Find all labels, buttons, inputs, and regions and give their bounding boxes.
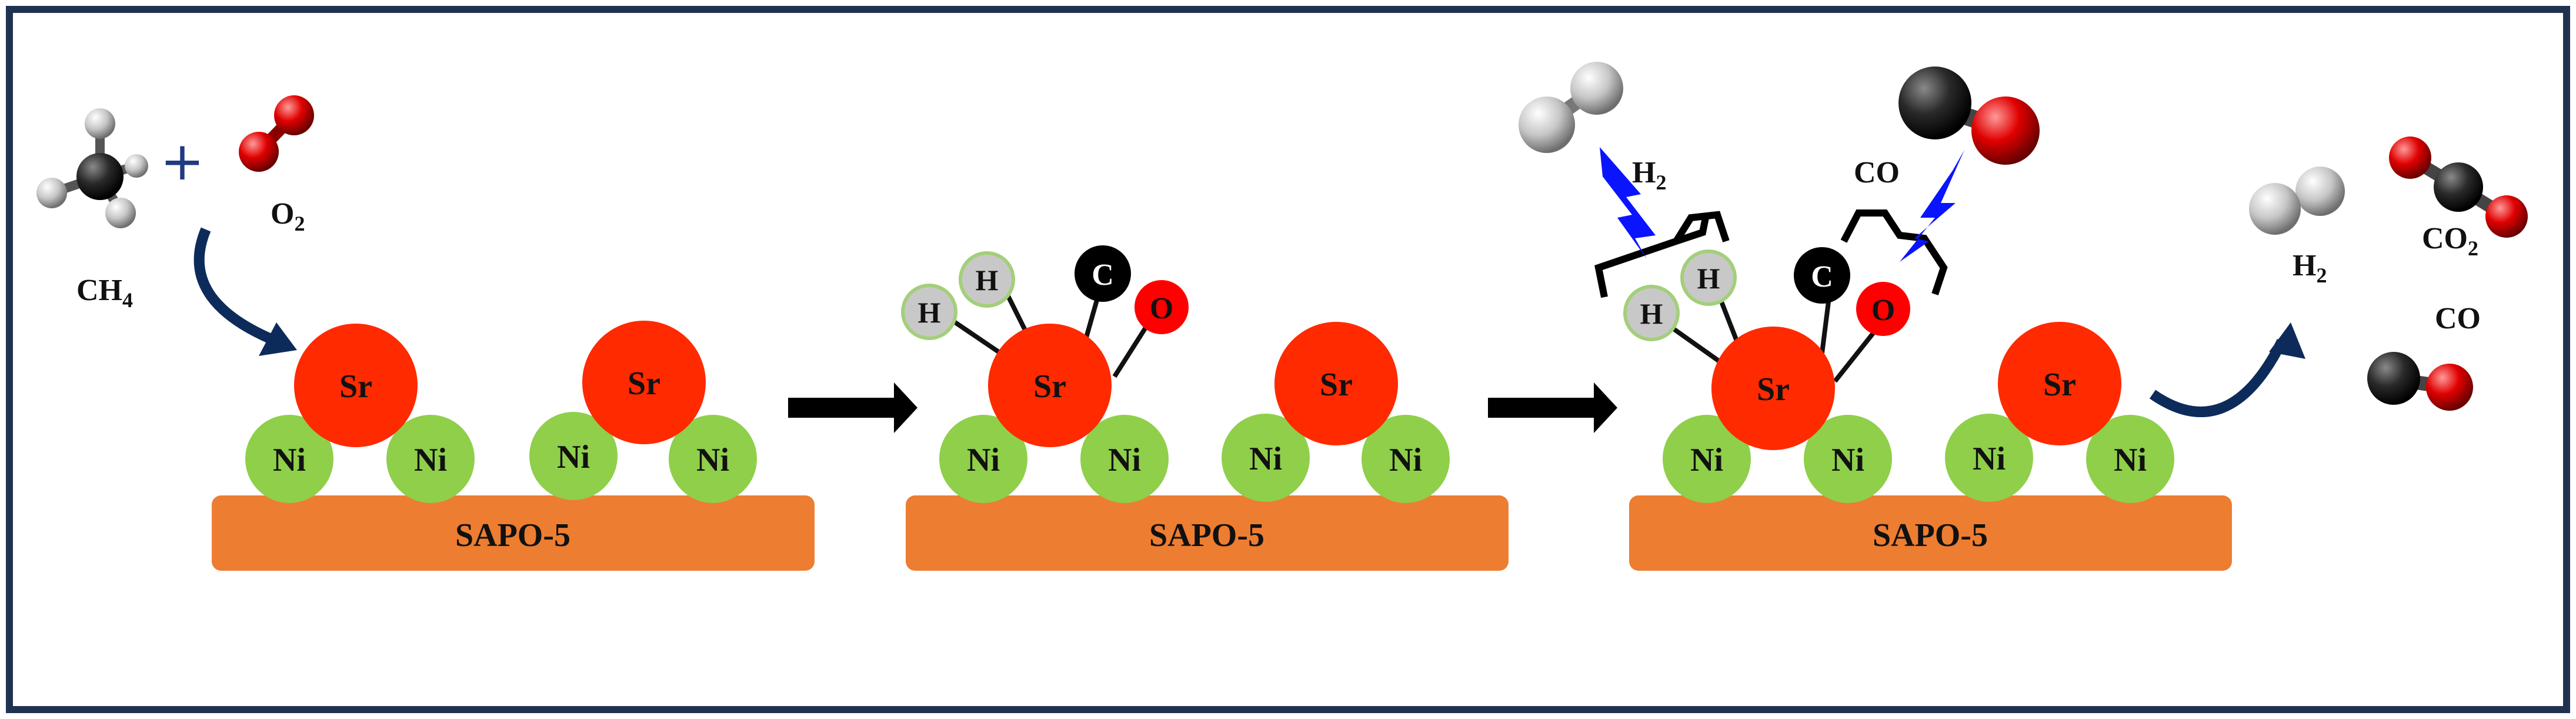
sapo5-label: SAPO-5 xyxy=(1149,517,1264,554)
ni-atom xyxy=(245,415,333,503)
product-co-label: CO xyxy=(2435,302,2481,335)
sr-atom xyxy=(582,321,706,444)
o2-label: O2 xyxy=(271,197,305,235)
ni-atom xyxy=(1080,415,1169,503)
ch4-label: CH4 xyxy=(76,274,133,312)
h-atom xyxy=(1680,249,1737,306)
o-label: O xyxy=(1871,294,1895,327)
h-atom xyxy=(1623,285,1680,341)
lightning-co-icon xyxy=(1900,150,1964,262)
product-co2-label: CO2 xyxy=(2422,222,2478,260)
ni-label: Ni xyxy=(967,442,1000,478)
h-label: H xyxy=(976,264,999,297)
sr-label: Sr xyxy=(1757,371,1790,408)
ni-atom xyxy=(529,412,618,500)
curved-arrow-in xyxy=(193,227,297,356)
ni-atom xyxy=(386,415,475,503)
h-label: H xyxy=(1640,297,1663,330)
sr-label: Sr xyxy=(628,365,660,402)
step-arrow-1 xyxy=(788,382,917,433)
ni-label: Ni xyxy=(414,442,447,478)
co-bracket xyxy=(1840,209,1948,295)
ni-label: Ni xyxy=(1831,442,1864,478)
ni-label: Ni xyxy=(1973,441,2006,477)
catalyst-panel-3: SAPO-5 Ni Ni Sr H H C O Ni Ni Sr xyxy=(1519,62,2232,571)
step-arrow-2 xyxy=(1488,382,1617,433)
c-label: C xyxy=(1811,260,1833,294)
product-co-molecule xyxy=(2367,352,2473,411)
ni-label: Ni xyxy=(696,442,729,478)
o-atom xyxy=(1134,280,1189,334)
ni-label: Ni xyxy=(2114,442,2147,478)
h-atom xyxy=(901,284,957,340)
sr-label: Sr xyxy=(1320,367,1353,403)
h-label: H xyxy=(918,296,941,329)
desorbing-co-label: CO xyxy=(1854,156,1900,189)
ni-label: Ni xyxy=(1389,442,1422,478)
lightning-h2-icon xyxy=(1600,147,1656,259)
c-atom xyxy=(1075,245,1131,302)
sr-atom xyxy=(1998,322,2121,445)
ni-atom xyxy=(669,415,757,503)
ni-label: Ni xyxy=(273,442,306,478)
sapo5-support xyxy=(906,495,1509,571)
sr-label: Sr xyxy=(1033,368,1066,405)
sapo5-support xyxy=(212,495,815,571)
ni-label: Ni xyxy=(1108,442,1141,478)
sr-atom xyxy=(988,324,1112,447)
catalyst-panel-2: SAPO-5 Ni Ni Sr H H C O Ni Ni Sr xyxy=(901,245,1509,571)
sr-atom xyxy=(1711,327,1835,450)
desorbing-h2-molecule xyxy=(1519,62,1623,153)
o-label: O xyxy=(1150,292,1173,325)
ni-atom xyxy=(1663,415,1751,503)
ni-atom xyxy=(1222,414,1310,502)
ni-label: Ni xyxy=(1690,442,1723,478)
product-co2-molecule xyxy=(2389,137,2528,238)
oxygen-molecule xyxy=(239,95,314,172)
h-label: H xyxy=(1697,262,1720,295)
desorbing-h2-label: H2 xyxy=(1632,156,1666,194)
catalyst-panel-1: SAPO-5 Ni Ni Sr Ni Ni Sr xyxy=(212,321,815,571)
h-atom xyxy=(959,251,1015,308)
sapo5-label: SAPO-5 xyxy=(1873,517,1988,554)
plus-sign: + xyxy=(160,131,204,192)
c-label: C xyxy=(1092,258,1114,292)
ni-atom xyxy=(939,415,1027,503)
ni-atom xyxy=(1945,414,2033,502)
sr-label: Sr xyxy=(2043,367,2076,403)
sr-label: Sr xyxy=(339,368,372,405)
sapo5-label: SAPO-5 xyxy=(455,517,570,554)
ni-atom xyxy=(2086,415,2174,503)
curved-arrow-out xyxy=(2149,322,2305,417)
c-atom xyxy=(1794,247,1850,304)
ni-label: Ni xyxy=(1249,441,1282,477)
sr-atom xyxy=(294,324,418,447)
o-atom xyxy=(1856,282,1910,336)
product-h2-molecule xyxy=(2249,167,2345,235)
methane-molecule xyxy=(36,108,148,228)
product-h2-label: H2 xyxy=(2293,249,2327,287)
ni-label: Ni xyxy=(557,439,590,475)
sr-atom xyxy=(1274,322,1398,445)
ni-atom xyxy=(1362,415,1450,503)
ni-atom xyxy=(1804,415,1892,503)
sapo5-support xyxy=(1629,495,2232,571)
desorbing-co-molecule xyxy=(1898,66,2040,165)
